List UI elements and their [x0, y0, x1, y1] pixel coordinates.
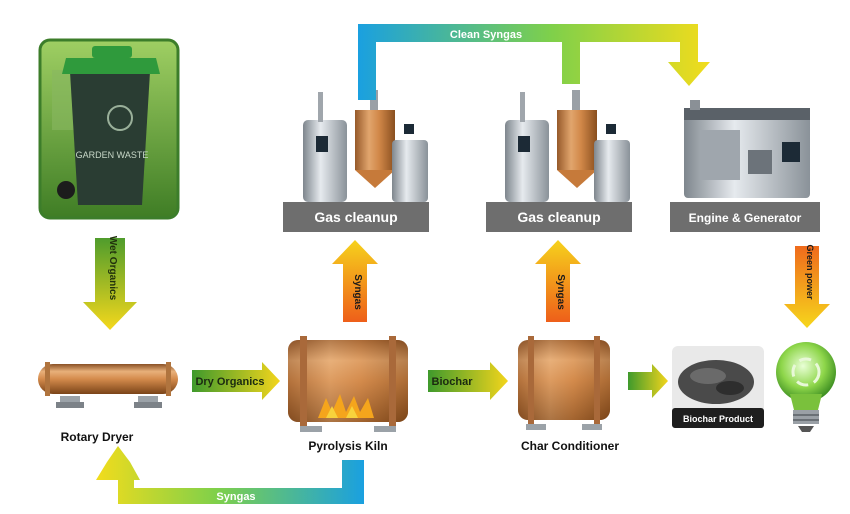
syngas-return-arrow	[96, 446, 364, 504]
clean-syngas-label: Clean Syngas	[450, 29, 522, 41]
char-conditioner-label: Char Conditioner	[521, 439, 619, 453]
engine-generator-bar	[670, 202, 820, 232]
gas-cleanup-unit-2	[505, 90, 630, 202]
biochar-product-label: Biochar Product	[683, 414, 753, 424]
engine-generator-label: Engine & Generator	[689, 211, 802, 225]
syngas-label-1: Syngas	[352, 274, 363, 310]
dry-organics-arrow	[192, 362, 280, 400]
gas-cleanup-bar-1	[283, 202, 429, 232]
syngas-up-arrow-1	[332, 240, 378, 322]
gas-cleanup-bar-2	[486, 202, 632, 232]
green-power-arrow	[784, 246, 830, 328]
gas-cleanup-label-2: Gas cleanup	[517, 209, 600, 225]
dry-organics-label: Dry Organics	[195, 376, 264, 388]
biochar-arrow	[428, 362, 508, 400]
pyrolysis-kiln-icon	[288, 336, 408, 432]
rotary-dryer-label: Rotary Dryer	[61, 430, 134, 444]
char-conditioner-icon	[518, 336, 610, 430]
gas-cleanup-label-1: Gas cleanup	[314, 209, 397, 225]
rotary-dryer-icon	[38, 362, 178, 408]
garden-waste-bin-image	[38, 38, 180, 220]
wet-organics-arrow	[83, 238, 137, 330]
lightbulb-icon	[776, 342, 836, 432]
clean-syngas-arrow	[358, 24, 710, 100]
pyrolysis-kiln-label: Pyrolysis Kiln	[308, 439, 387, 453]
gas-cleanup-unit-1	[303, 90, 428, 202]
bin-text: GARDEN WASTE	[76, 150, 149, 160]
syngas-label-2: Syngas	[555, 274, 566, 310]
biochar-label: Biochar	[432, 376, 474, 388]
product-arrow	[628, 364, 668, 398]
wet-organics-label: Wet Organics	[107, 236, 118, 301]
green-power-label: Green power	[805, 244, 815, 300]
syngas-up-arrow-2	[535, 240, 581, 322]
biochar-product-image	[672, 346, 764, 428]
engine-generator-unit	[684, 100, 810, 198]
syngas-return-label: Syngas	[216, 491, 255, 503]
